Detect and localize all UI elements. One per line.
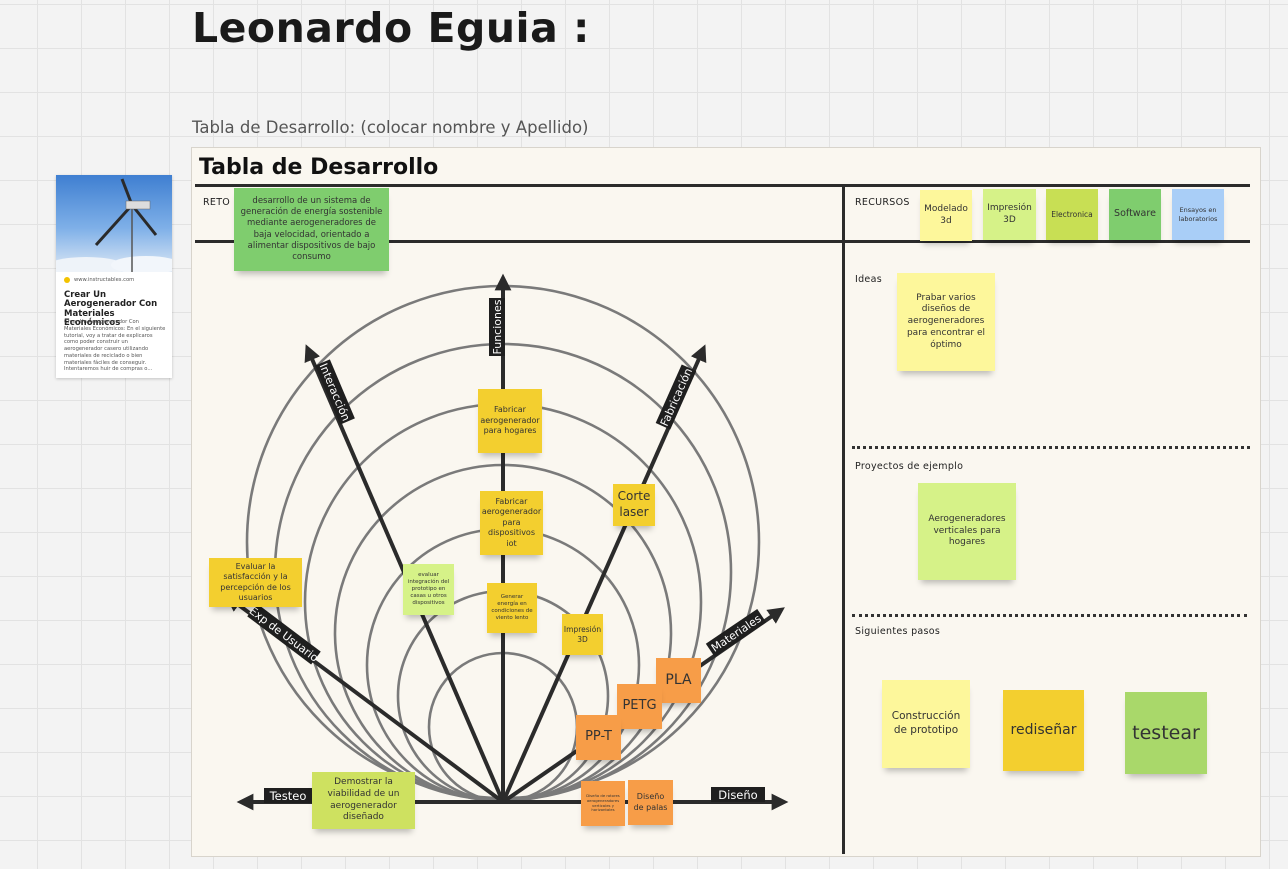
recurso-modelado-3d[interactable]: Modelado 3d [920,190,972,241]
note-diseno-rotores[interactable]: Diseño de rotores aerogeneradores vertic… [581,781,625,826]
svg-text:Fabricación: Fabricación [658,366,695,428]
header-bottom-line [195,240,1250,243]
note-fabricar-hogares[interactable]: Fabricar aerogenerador para hogares [478,389,542,453]
svg-text:Funciones: Funciones [491,299,504,354]
paso-testear[interactable]: testear [1125,692,1207,774]
paso-construccion[interactable]: Construcción de prototipo [882,680,970,768]
ideas-label: Ideas [855,274,882,285]
label-diseno: Diseño [711,787,765,802]
board-title: Tabla de Desarrollo [199,155,439,180]
note-corte-laser[interactable]: Corte laser [613,484,655,526]
label-exp-usuario: Exp de Usuario [247,603,321,665]
wind-turbine-image [56,175,172,277]
proyectos-label: Proyectos de ejemplo [855,461,964,472]
svg-text:Exp de Usuario: Exp de Usuario [247,604,321,664]
recursos-label: RECURSOS [855,197,910,208]
note-petg[interactable]: PETG [617,684,662,729]
label-testeo: Testeo [264,788,312,803]
svg-text:Testeo: Testeo [269,789,307,803]
note-fabricar-iot[interactable]: Fabricar aerogenerador para dispositivos… [480,491,543,555]
page-title: Leonardo Eguia : [192,4,590,52]
label-funciones: Funciones [489,298,505,356]
reto-note[interactable]: desarrollo de un sistema de generación d… [234,188,389,271]
board-divider [842,186,845,854]
label-fabricacion: Fabricación [655,364,697,430]
note-evaluar-integracion[interactable]: evaluar integración del prototipo en cas… [403,564,454,615]
card-text: Crear Un Aerogenerador Con Materiales Ec… [64,319,166,371]
card-site: www.instructables.com [74,277,135,283]
siguientes-label: Siguientes pasos [855,626,941,637]
dotted-divider-1 [852,446,1250,449]
site-logo-icon [64,277,70,283]
recurso-impresion-3d[interactable]: Impresión 3D [983,189,1036,240]
header-top-line [195,184,1250,187]
svg-text:Diseño: Diseño [718,788,757,802]
ideas-note[interactable]: Prabar varios diseños de aerogeneradores… [897,273,995,371]
reto-label: RETO [203,197,231,208]
recurso-electronica[interactable]: Electronica [1046,189,1098,240]
proyectos-note[interactable]: Aerogeneradores verticales para hogares [918,483,1016,580]
dotted-divider-2 [852,614,1247,617]
page-subtitle: Tabla de Desarrollo: (colocar nombre y A… [192,118,589,137]
note-generar-energia[interactable]: Generar energía en condiciones de viento… [487,583,537,633]
note-impresion-3d[interactable]: Impresión 3D [562,614,603,655]
note-diseno-palas[interactable]: Diseño de palas [628,780,673,825]
note-demostrar-viabilidad[interactable]: Demostrar la viabilidad de un aerogenera… [312,772,415,829]
wind-turbine-icon [56,178,172,277]
card-title: Crear Un Aerogenerador Con Materiales Ec… [64,290,158,329]
link-preview-card[interactable]: www.instructables.com Crear Un Aerogener… [56,175,172,378]
note-ppt[interactable]: PP-T [576,715,621,760]
note-pla[interactable]: PLA [656,658,701,703]
paso-redisenar[interactable]: rediseñar [1003,690,1084,771]
note-evaluar-satisfaccion[interactable]: Evaluar la satisfacción y la percepción … [209,558,302,607]
recurso-ensayos[interactable]: Ensayos en laboratorios [1172,189,1224,240]
recurso-software[interactable]: Software [1109,189,1161,240]
